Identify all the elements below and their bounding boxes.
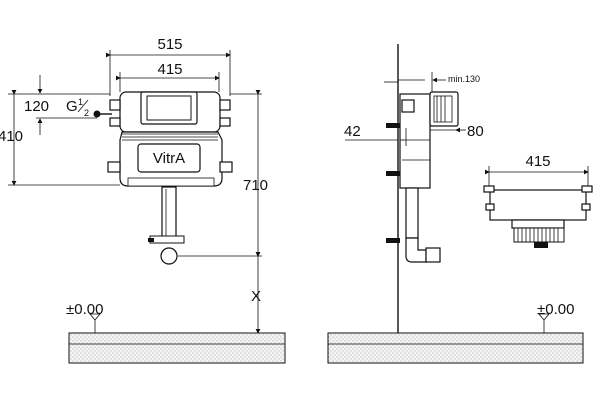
dim-x: X [251, 252, 261, 334]
svg-text:1: 1 [78, 97, 83, 107]
flush-pipe [148, 186, 185, 265]
svg-text:415: 415 [525, 153, 550, 170]
svg-text:G: G [66, 98, 78, 115]
top-cistern [483, 185, 593, 248]
dim-80: 80 [430, 123, 484, 140]
svg-text:515: 515 [157, 36, 182, 53]
dim-42: 42 [344, 123, 407, 146]
top-view: 415 [483, 153, 593, 248]
svg-text:2: 2 [84, 108, 89, 118]
dim-515: 515 [106, 36, 231, 96]
svg-text:42: 42 [344, 123, 361, 140]
floor-front: ±0.00 [66, 301, 286, 364]
svg-text:410: 410 [0, 128, 23, 145]
front-view: VitrA 515 415 120 [0, 36, 286, 364]
side-view: min.130 42 80 ±0.00 [327, 44, 584, 364]
svg-text:±0.00: ±0.00 [66, 301, 103, 318]
dim-410: 410 [0, 90, 120, 186]
dim-710: 710 [178, 90, 268, 257]
svg-text:min.130: min.130 [448, 74, 480, 84]
dim-min130: min.130 [398, 72, 480, 92]
brand-logo: VitrA [153, 150, 185, 167]
svg-text:±0.00: ±0.00 [537, 301, 574, 318]
svg-text:710: 710 [243, 177, 268, 194]
cistern-body [93, 91, 233, 187]
svg-text:415: 415 [157, 61, 182, 78]
side-cistern [386, 91, 459, 263]
floor-side: ±0.00 [327, 301, 584, 364]
svg-text:120: 120 [24, 98, 49, 115]
dim-120: 120 G 1 2 [24, 75, 110, 135]
top-vent-grill [513, 227, 565, 243]
svg-text:80: 80 [467, 123, 484, 140]
dim-415-front: 415 [116, 61, 220, 92]
svg-text:X: X [251, 288, 261, 305]
